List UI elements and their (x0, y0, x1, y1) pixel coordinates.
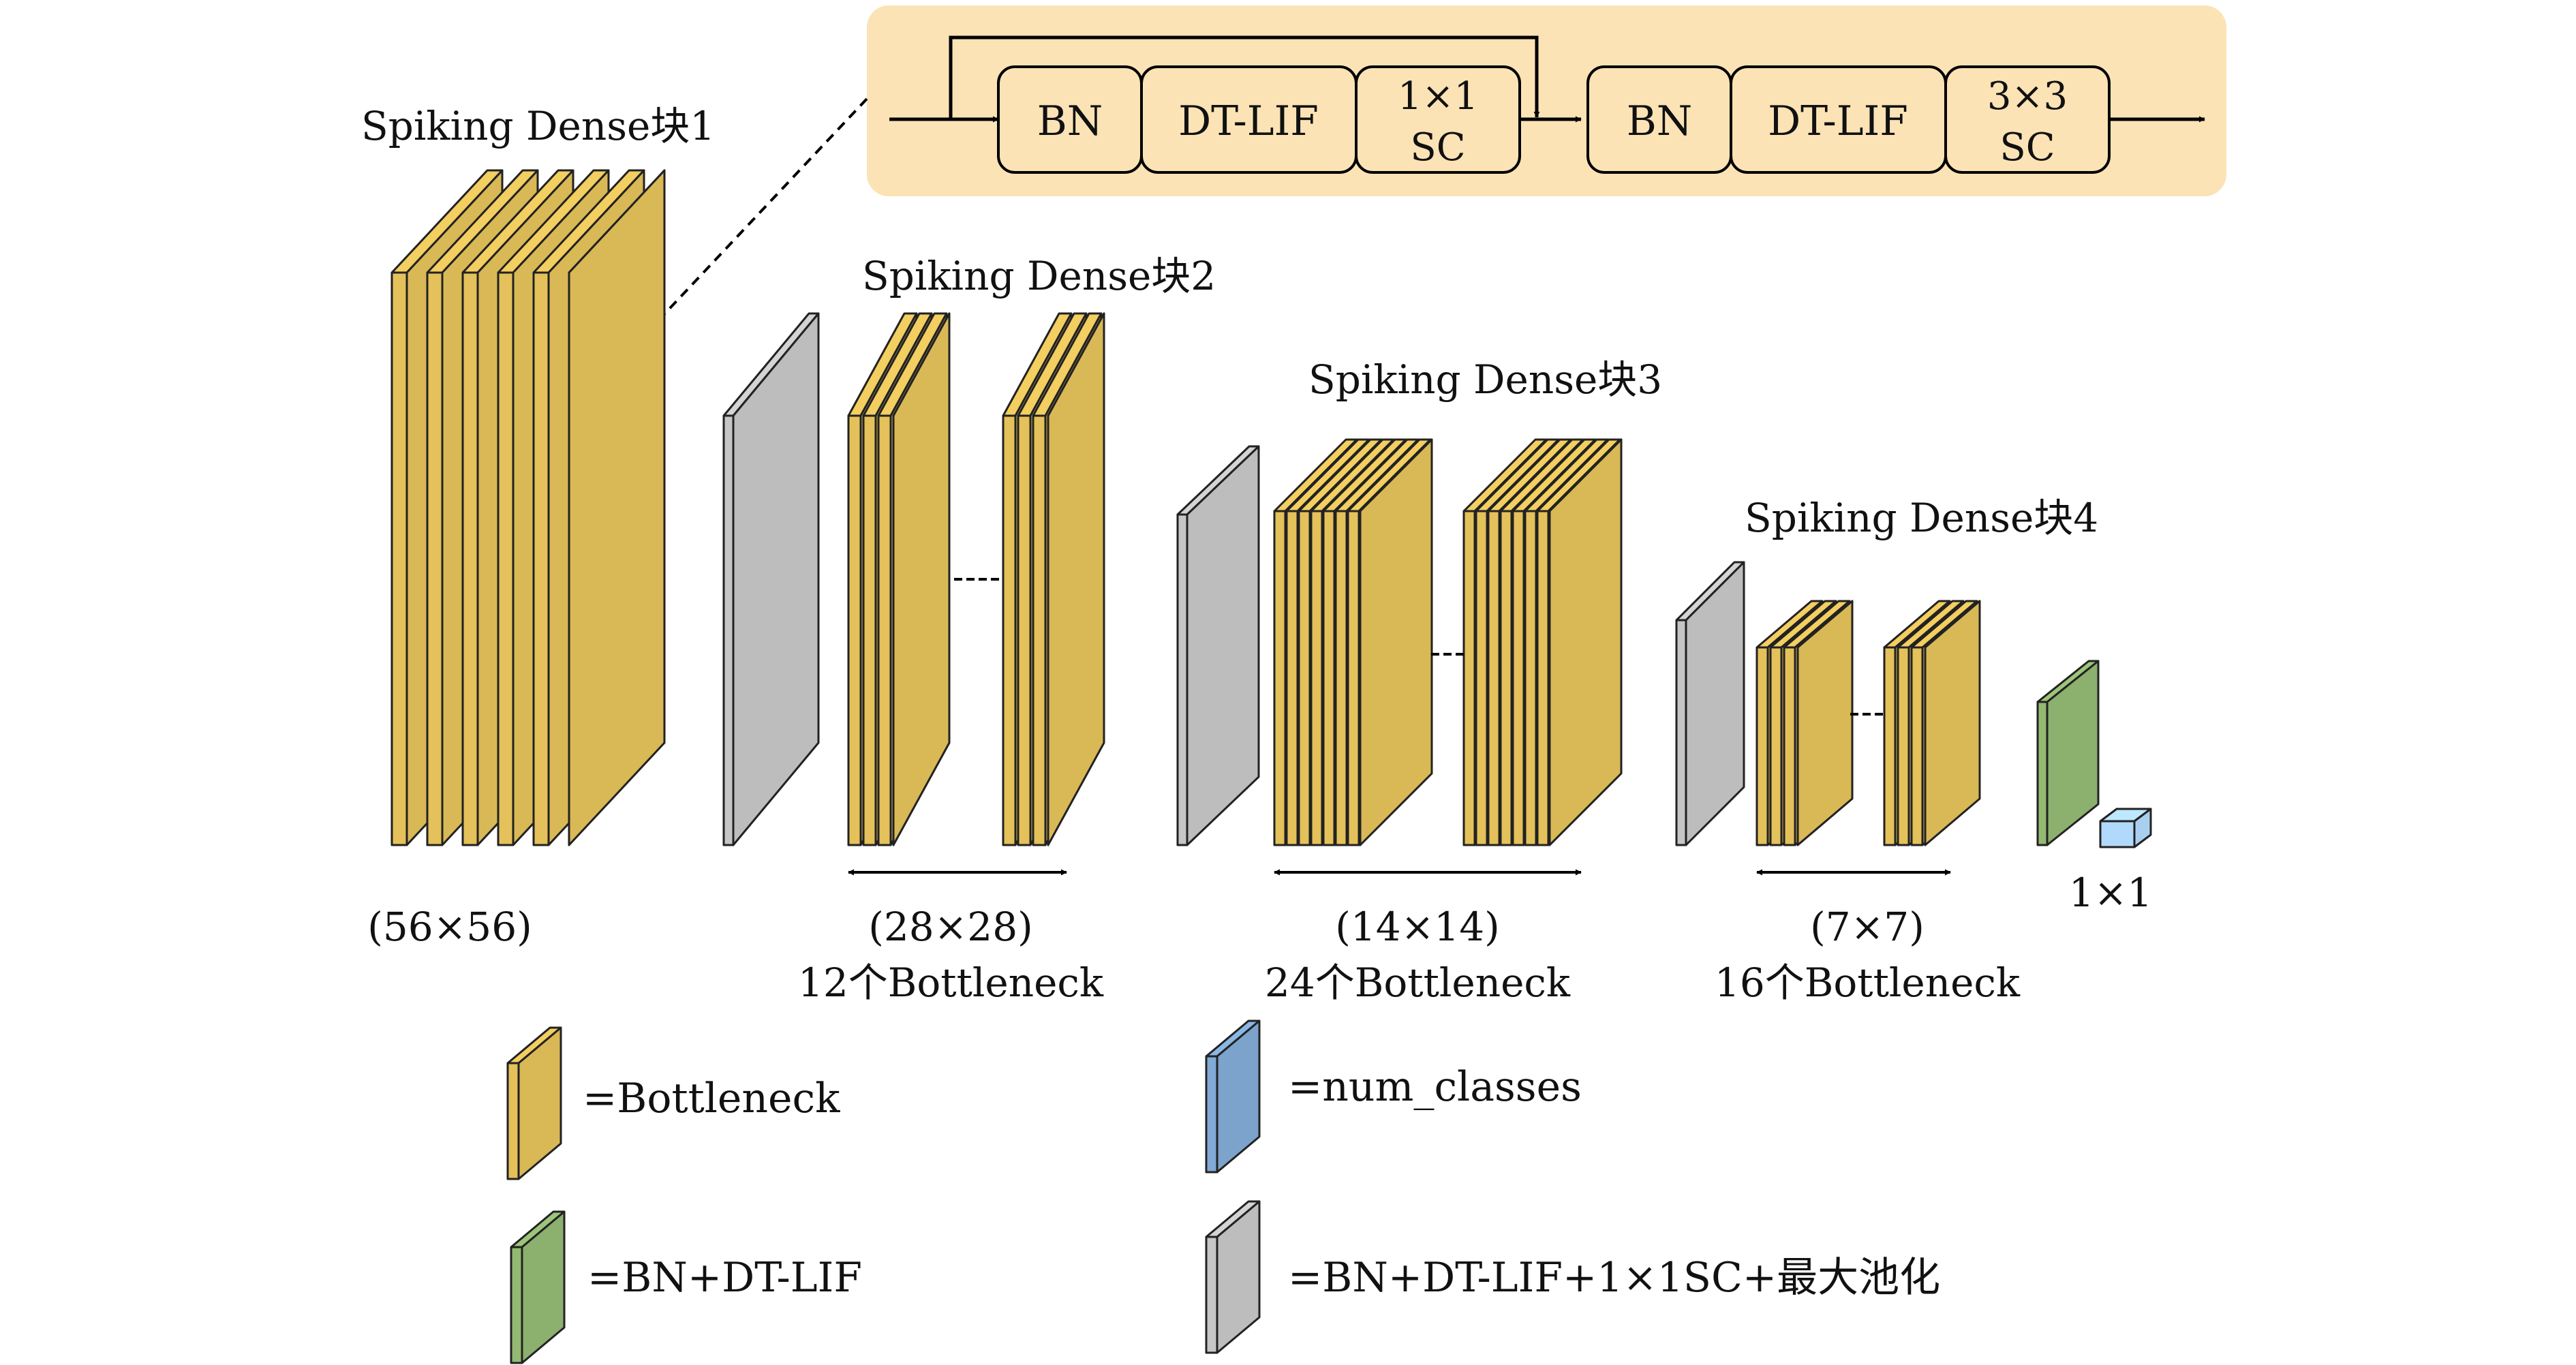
block2-title: Spiking Dense块2 (862, 253, 1216, 299)
block4-title: Spiking Dense块4 (1745, 495, 2098, 541)
block2a-slab-3-front (877, 414, 892, 846)
transition-3 (1675, 561, 1745, 846)
bn-dtlif-layer-front (2036, 701, 2049, 846)
transition-2 (1176, 445, 1260, 846)
conv1x1-box (1355, 65, 1521, 174)
block2b-slab-2-front (1017, 414, 1032, 846)
legend-num-classes-shape-front (1205, 1055, 1218, 1174)
legend-bottleneck-shape (506, 1026, 562, 1180)
transition-3-front (1675, 619, 1687, 846)
block3b-slab-3-front (1487, 510, 1501, 846)
dtlif-label-1: DT-LIF (1178, 97, 1319, 145)
block2-size: (28×28) (868, 904, 1032, 950)
detail-pointer-arrow (649, 97, 868, 330)
block4a-slab-2-front (1769, 646, 1783, 846)
block4a-slab-4 (1796, 600, 1854, 846)
dtlif-label-2: DT-LIF (1768, 97, 1908, 145)
block3a-slab-2-front (1285, 510, 1299, 846)
conv3x3-box (1944, 65, 2111, 174)
block1-size: (56×56) (367, 904, 532, 950)
block2b-slab-3-front (1032, 414, 1047, 846)
conv1x1-size: 1×1 (1398, 74, 1478, 119)
block3a-slab-7-front (1347, 510, 1360, 846)
block3b-slab-2-front (1475, 510, 1488, 846)
output-cube (2099, 808, 2152, 848)
block2-count: 12个Bottleneck (798, 960, 1104, 1006)
block3b-slab-5-front (1512, 510, 1525, 846)
block2a-slab-1-front (847, 414, 862, 846)
block3-size: (14×14) (1335, 904, 1499, 950)
block4b-slab-4 (1924, 600, 1981, 846)
legend-bn-lif-label: =BN+DT-LIF (587, 1254, 862, 1302)
block3a-slab-3-front (1298, 510, 1311, 846)
legend-bn-lif-shape-front (510, 1246, 523, 1364)
block2a-slab-2-front (862, 414, 877, 846)
block2a-slab-4 (892, 312, 951, 846)
block3a-slab-5-front (1322, 510, 1336, 846)
bn-dtlif-layer (2036, 660, 2100, 846)
block4b-slab-1-front (1883, 646, 1897, 846)
block1-slab-4-front (497, 271, 515, 846)
bn-label-2: BN (1627, 97, 1693, 145)
legend-transition-label: =BN+DT-LIF+1×1SC+最大池化 (1288, 1254, 1940, 1302)
transition-1 (722, 312, 820, 846)
output-cube-front (2099, 820, 2136, 848)
block4-count: 16个Bottleneck (1715, 960, 2021, 1006)
block4-size: (7×7) (1810, 904, 1925, 950)
block4a-slab-1-front (1755, 646, 1769, 846)
layer-stack (390, 169, 2152, 848)
block3b-slab-4-front (1499, 510, 1513, 846)
block4b-slab-2-front (1897, 646, 1910, 846)
conv3x3-sc: SC (1999, 125, 2055, 170)
block1-slab-6 (568, 169, 666, 846)
block2b-slab-1-front (1002, 414, 1017, 846)
bottleneck-detail-panel: BN DT-LIF 1×1 SC BN DT-LIF 3×3 SC (867, 5, 2226, 196)
block3b-slab-6-front (1524, 510, 1537, 846)
block3b-slab-1-front (1462, 510, 1476, 846)
legend (506, 1019, 1261, 1364)
block1-slab-3-front (461, 271, 479, 846)
block1-slab-2-front (426, 271, 444, 846)
transition-2-side (1186, 445, 1260, 846)
skip-connection-arrow (949, 35, 1540, 119)
legend-bn-lif-shape (510, 1210, 566, 1364)
block3-title: Spiking Dense块3 (1308, 356, 1662, 403)
legend-transition-shape (1205, 1200, 1261, 1354)
conv1x1-sc: SC (1410, 125, 1465, 170)
block3b-slab-8 (1548, 438, 1623, 846)
legend-num-classes-shape (1205, 1019, 1261, 1174)
legend-bottleneck-shape-front (506, 1062, 520, 1180)
block1-title: Spiking Dense块1 (361, 103, 715, 149)
block3a-slab-8-side (1359, 438, 1433, 846)
transition-2-front (1176, 513, 1189, 846)
block4b-slab-3-front (1910, 646, 1924, 846)
block1-slab-5-front (532, 271, 550, 846)
legend-transition-shape-front (1205, 1236, 1218, 1354)
block4a-slab-3-front (1783, 646, 1796, 846)
block3b-slab-7-front (1536, 510, 1550, 846)
block3b-slab-8-side (1548, 438, 1623, 846)
transition-1-front (722, 414, 735, 846)
bn-label-1: BN (1037, 97, 1103, 145)
block1-slab-1-front (390, 271, 408, 846)
legend-num-classes-label: =num_classes (1288, 1063, 1582, 1111)
output-size: 1×1 (2069, 870, 2152, 916)
conv3x3-size: 3×3 (1987, 74, 2068, 119)
block3a-slab-8 (1359, 438, 1433, 846)
block3-count: 24个Bottleneck (1265, 960, 1571, 1006)
block3a-slab-6-front (1334, 510, 1348, 846)
block3a-slab-4-front (1310, 510, 1323, 846)
block2b-slab-4 (1047, 312, 1105, 846)
block1-slab-6-side (568, 169, 666, 846)
block3a-slab-1-front (1273, 510, 1287, 846)
legend-bottleneck-label: =Bottleneck (583, 1075, 840, 1122)
